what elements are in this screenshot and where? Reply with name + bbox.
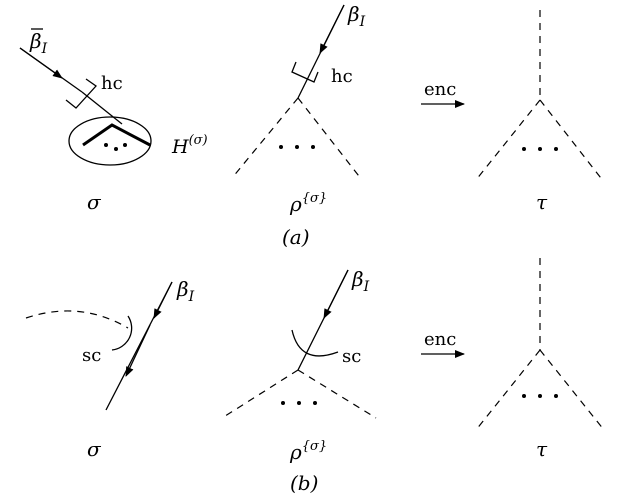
dashed-right-leg-a <box>297 97 363 181</box>
hc-label-a: hc <box>101 73 123 94</box>
sigma-label-a: σ <box>87 190 102 214</box>
tau-diagram-b: τ <box>475 258 605 461</box>
sc-label-a: sc <box>82 345 101 366</box>
rho-label-a: ρ{σ} <box>289 191 327 216</box>
arrow-lower-b <box>125 324 151 377</box>
dot-a1 <box>104 143 108 147</box>
dashed-left-leg-a <box>231 97 299 179</box>
enc-label-b: enc <box>424 329 456 350</box>
hc-cut-mark-b <box>291 61 319 83</box>
beta-label-a: βI <box>347 2 366 30</box>
dashed-soft-line <box>25 310 129 329</box>
dashed-right-leg-tau-a <box>539 99 605 183</box>
thick-vertex-lines <box>82 123 151 147</box>
arrow-beta-bar <box>19 47 63 79</box>
panel-a-label: (a) <box>282 225 310 249</box>
sigma-diagram-a: βI hc H(σ) σ <box>19 28 208 214</box>
panel-b-label: (b) <box>290 471 318 495</box>
panel-a: βI hc H(σ) σ βI hc ρ{σ} enc <box>19 2 605 249</box>
rho-diagram-b: βI sc ρ{σ} <box>221 267 377 464</box>
sigma-diagram-b: βI sc σ <box>25 277 195 461</box>
dot-b3 <box>311 145 315 149</box>
dot-b2 <box>295 145 299 149</box>
dot-d3 <box>313 401 317 405</box>
line-into-blob <box>81 91 123 125</box>
tau-label-a: τ <box>536 190 548 214</box>
dot-a2 <box>114 147 118 151</box>
arrow-beta <box>319 4 345 54</box>
dot-e1 <box>522 394 526 398</box>
enc-arrow-a: enc <box>421 79 465 108</box>
sc-cut-arc-a <box>111 315 133 351</box>
dot-c1 <box>522 147 526 151</box>
dashed-right-leg-b <box>297 369 377 419</box>
dot-a3 <box>123 143 127 147</box>
beta-label-b2: βI <box>351 267 370 295</box>
beta-label-b: βI <box>176 277 195 305</box>
tau-label-b: τ <box>536 437 548 461</box>
arrow-beta-b <box>323 269 349 319</box>
dot-c2 <box>538 147 542 151</box>
rho-label-b: ρ{σ} <box>289 439 327 464</box>
tau-diagram-a: τ <box>475 10 605 214</box>
hc-cut-mark-a <box>65 78 97 109</box>
sc-label-b: sc <box>342 346 361 367</box>
dot-e3 <box>554 394 558 398</box>
dot-e2 <box>538 394 542 398</box>
hc-label-b: hc <box>331 66 353 87</box>
dot-d1 <box>281 401 285 405</box>
dashed-left-leg-b <box>221 369 299 419</box>
sc-cut-arc-b <box>291 329 339 357</box>
panel-b: βI sc σ βI sc ρ{σ} enc <box>25 258 605 495</box>
dot-c3 <box>554 147 558 151</box>
dashed-left-leg-tau-a <box>475 99 541 181</box>
sigma-label-b: σ <box>87 437 102 461</box>
enc-label-a: enc <box>424 79 456 100</box>
beta-bar-label: βI <box>29 29 48 57</box>
dashed-left-leg-tau-b <box>475 349 541 431</box>
H-sigma-label: H(σ) <box>171 133 208 158</box>
enc-arrow-b: enc <box>421 329 465 358</box>
dashed-right-leg-tau-b <box>539 349 605 431</box>
dot-d2 <box>297 401 301 405</box>
arrow-upper-b <box>153 281 173 319</box>
H-sigma-ellipse <box>68 116 152 166</box>
dot-b1 <box>279 145 283 149</box>
rho-diagram-a: βI hc ρ{σ} <box>231 2 366 216</box>
